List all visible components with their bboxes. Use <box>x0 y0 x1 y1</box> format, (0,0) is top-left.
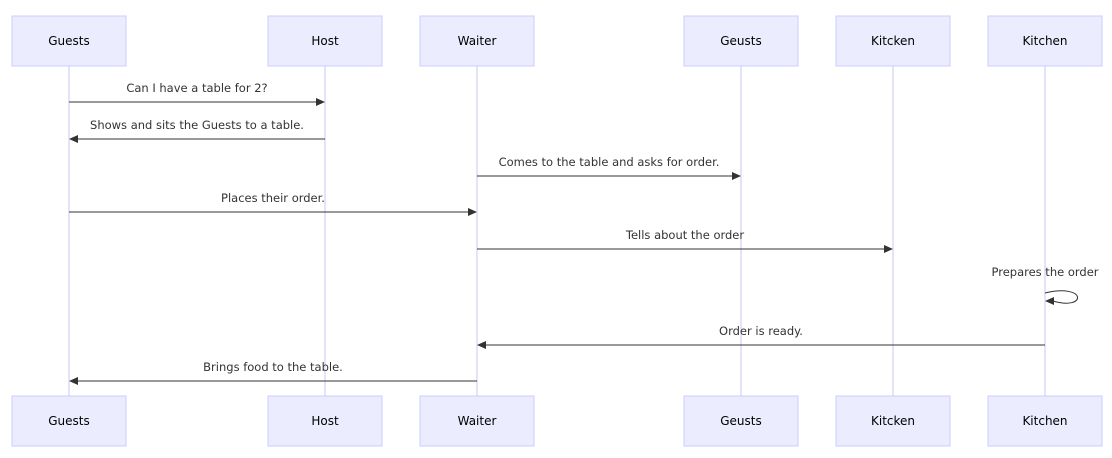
actor-label-guests: Guests <box>48 34 90 48</box>
actor-box-kitchen <box>987 15 1103 67</box>
message-7: Brings food to the table. <box>69 360 477 385</box>
message-arrowhead <box>69 135 78 143</box>
message-2: Comes to the table and asks for order. <box>477 155 741 180</box>
message-4: Tells about the order <box>477 228 893 253</box>
message-arrowhead <box>732 172 741 180</box>
actor-waiter-top: Waiter <box>419 15 535 67</box>
actor-box-guests <box>11 395 127 447</box>
actor-label-kitcken: Kitcken <box>871 34 915 48</box>
message-3: Places their order. <box>69 191 477 216</box>
message-5: Prepares the order <box>991 265 1099 305</box>
actor-label-waiter: Waiter <box>458 414 497 428</box>
actor-label-geusts: Geusts <box>720 34 762 48</box>
actor-box-kitcken <box>835 395 951 447</box>
actor-box-waiter <box>419 395 535 447</box>
actor-geusts-bottom: Geusts <box>683 395 799 447</box>
actor-box-kitchen <box>987 395 1103 447</box>
actor-kitcken-bottom: Kitcken <box>835 395 951 447</box>
actor-host-bottom: Host <box>267 395 383 447</box>
actor-guests-bottom: Guests <box>11 395 127 447</box>
message-arrowhead <box>477 341 486 349</box>
actor-label-kitcken: Kitcken <box>871 414 915 428</box>
message-1: Shows and sits the Guests to a table. <box>69 118 325 143</box>
actor-box-host <box>267 395 383 447</box>
actor-box-host <box>267 15 383 67</box>
message-label: Shows and sits the Guests to a table. <box>90 118 304 132</box>
actor-label-kitchen: Kitchen <box>1022 414 1067 428</box>
message-label: Comes to the table and asks for order. <box>499 155 720 169</box>
message-label: Prepares the order <box>991 265 1098 279</box>
actor-box-guests <box>11 15 127 67</box>
actor-label-geusts: Geusts <box>720 414 762 428</box>
message-arrowhead <box>316 98 325 106</box>
message-label: Order is ready. <box>719 324 803 338</box>
actor-waiter-bottom: Waiter <box>419 395 535 447</box>
actor-box-kitcken <box>835 15 951 67</box>
actor-guests-top: Guests <box>11 15 127 67</box>
actor-label-host: Host <box>311 414 339 428</box>
message-6: Order is ready. <box>477 324 1045 349</box>
message-label: Can I have a table for 2? <box>126 81 267 95</box>
actor-box-geusts <box>683 395 799 447</box>
actor-host-top: Host <box>267 15 383 67</box>
message-label: Tells about the order <box>625 228 744 242</box>
actor-label-kitchen: Kitchen <box>1022 34 1067 48</box>
actor-kitcken-top: Kitcken <box>835 15 951 67</box>
actor-geusts-top: Geusts <box>683 15 799 67</box>
actor-label-waiter: Waiter <box>458 34 497 48</box>
message-arrowhead <box>69 377 78 385</box>
message-label: Brings food to the table. <box>203 360 343 374</box>
message-arrowhead <box>468 208 477 216</box>
actor-kitchen-top: Kitchen <box>987 15 1103 67</box>
message-0: Can I have a table for 2? <box>69 81 325 106</box>
message-line <box>1044 290 1079 304</box>
actor-label-guests: Guests <box>48 414 90 428</box>
message-label: Places their order. <box>221 191 325 205</box>
message-arrowhead <box>1045 297 1054 305</box>
actor-box-geusts <box>683 15 799 67</box>
actor-kitchen-bottom: Kitchen <box>987 395 1103 447</box>
actor-box-waiter <box>419 15 535 67</box>
actor-label-host: Host <box>311 34 339 48</box>
message-arrowhead <box>884 245 893 253</box>
